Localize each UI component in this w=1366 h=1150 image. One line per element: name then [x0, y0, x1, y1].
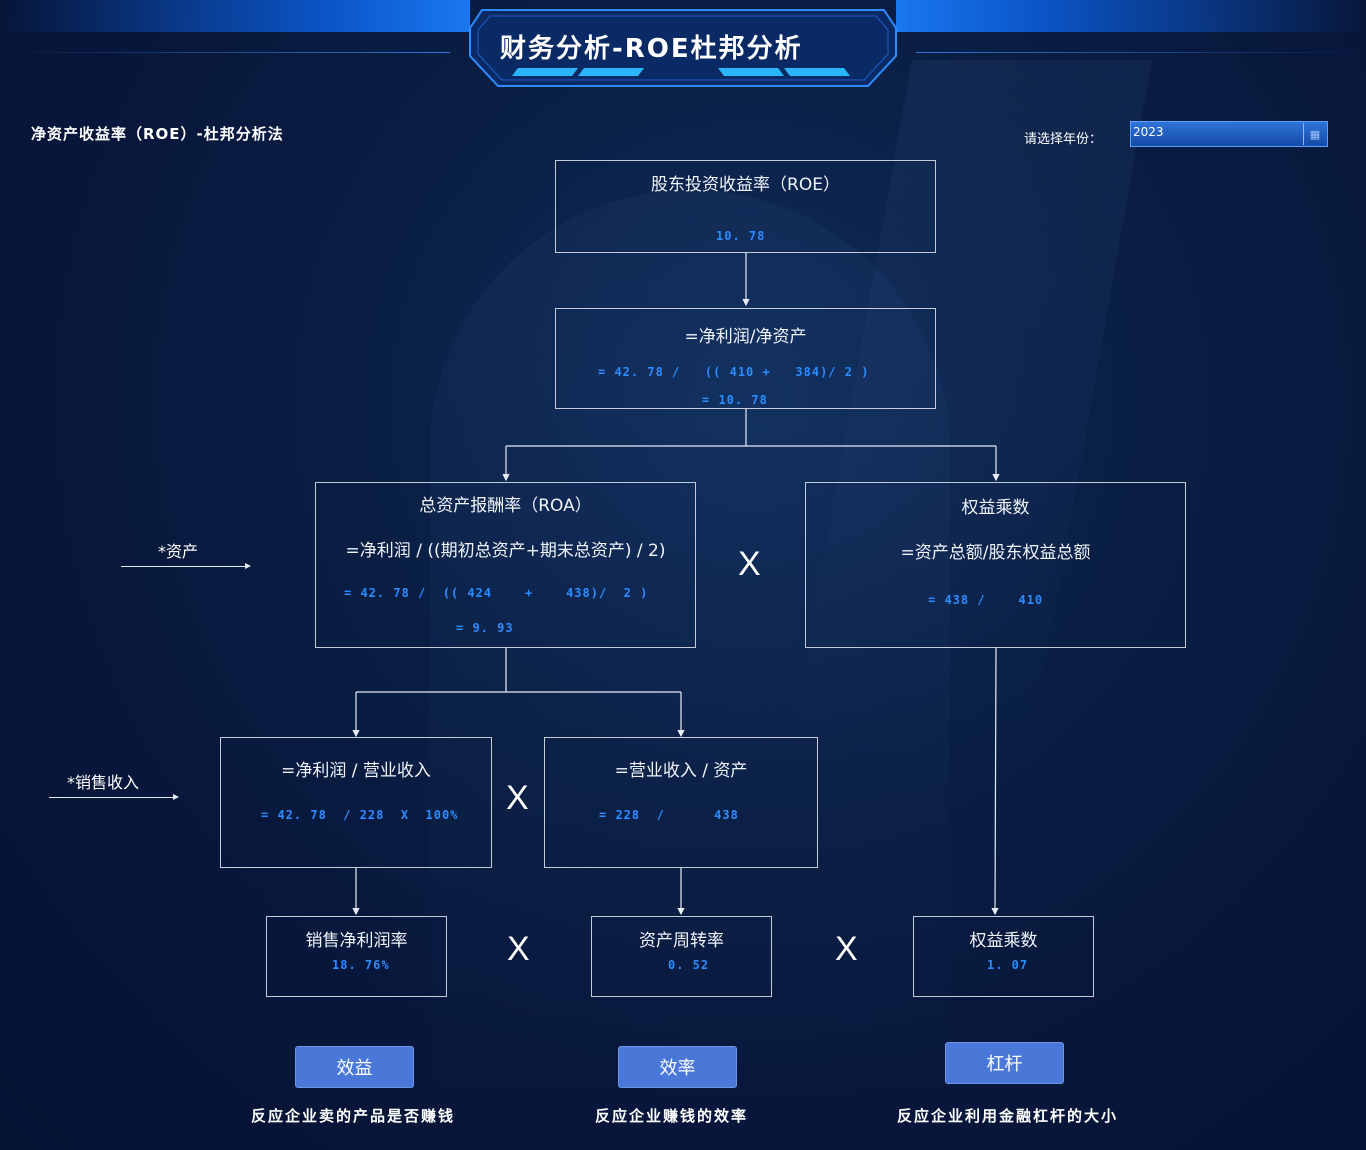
roe-box: 股东投资收益率（ROE） 10. 78: [555, 160, 936, 253]
header-line-right: [916, 52, 1366, 53]
calendar-icon[interactable]: ▦: [1303, 123, 1326, 145]
multiply-sign-margin-turnover: X: [506, 779, 529, 817]
sales-arrow: [49, 794, 179, 800]
multiply-sign-result-2: X: [835, 930, 858, 968]
asset-turnover-formula-title: =营业收入 / 资产: [614, 761, 748, 781]
net-margin-formula-title: =净利润 / 营业收入: [281, 761, 431, 781]
equity-calc: = 438 / 410: [928, 593, 1044, 607]
roa-formula: =净利润 / ((期初总资产+期末总资产) / 2): [345, 541, 666, 561]
asset-turnover-result-box: 资产周转率 0. 52: [591, 916, 772, 997]
equity-result-title: 权益乘数: [969, 931, 1038, 951]
roa-result: = 9. 93: [456, 621, 514, 635]
equity-multiplier-box: 权益乘数 =资产总额/股东权益总额 = 438 / 410: [805, 482, 1186, 648]
roa-title: 总资产报酬率（ROA）: [419, 496, 592, 516]
header-line-left: [0, 52, 450, 53]
roe-value: 10. 78: [716, 229, 766, 243]
net-margin-result-title: 销售净利润率: [305, 931, 408, 951]
year-label: 请选择年份：: [1024, 132, 1103, 147]
leverage-button[interactable]: 杠杆: [945, 1042, 1064, 1084]
background-tower: [430, 190, 950, 1090]
header-band-right: [896, 0, 1366, 32]
leverage-caption: 反应企业利用金融杠杆的大小: [897, 1107, 1119, 1125]
equity-formula: =资产总额/股东权益总额: [900, 543, 1091, 563]
net-margin-result-value: 18. 76%: [332, 958, 390, 972]
roe-formula-title: =净利润/净资产: [684, 327, 807, 347]
net-margin-result-box: 销售净利润率 18. 76%: [266, 916, 447, 997]
net-margin-formula-calc: = 42. 78 / 228 X 100%: [261, 808, 459, 822]
asset-turnover-formula-calc: = 228 / 438: [599, 808, 739, 822]
benefit-caption: 反应企业卖的产品是否赚钱: [251, 1107, 456, 1125]
benefit-button[interactable]: 效益: [295, 1046, 414, 1088]
equity-result-box: 权益乘数 1. 07: [913, 916, 1094, 997]
equity-title: 权益乘数: [961, 498, 1030, 518]
equity-result-value: 1. 07: [987, 958, 1029, 972]
roe-formula-result: = 10. 78: [702, 393, 768, 407]
net-margin-formula-box: =净利润 / 营业收入 = 42. 78 / 228 X 100%: [220, 737, 492, 868]
multiply-sign-result-1: X: [507, 930, 530, 968]
roa-box: 总资产报酬率（ROA） =净利润 / ((期初总资产+期末总资产) / 2) =…: [315, 482, 696, 648]
efficiency-button[interactable]: 效率: [618, 1046, 737, 1088]
year-value: 2023: [1133, 125, 1164, 139]
assets-arrow: [121, 563, 251, 569]
year-select[interactable]: 2023 ▦: [1130, 121, 1328, 147]
roe-formula-box: =净利润/净资产 = 42. 78 / (( 410 + 384)/ 2 ) =…: [555, 308, 936, 409]
sales-label: *销售收入: [67, 773, 140, 792]
section-title: 净资产收益率（ROE）-杜邦分析法: [31, 125, 284, 143]
efficiency-caption: 反应企业赚钱的效率: [595, 1107, 749, 1125]
asset-turnover-result-title: 资产周转率: [639, 931, 724, 951]
roe-title: 股东投资收益率（ROE）: [651, 175, 840, 195]
page-title: 财务分析-ROE杜邦分析: [500, 34, 803, 64]
assets-label: *资产: [158, 542, 199, 561]
asset-turnover-formula-box: =营业收入 / 资产 = 228 / 438: [544, 737, 818, 868]
multiply-sign-roa-equity: X: [738, 545, 761, 583]
title-frame: [469, 9, 897, 87]
roa-calc: = 42. 78 / (( 424 + 438)/ 2 ): [344, 586, 649, 600]
header-band-left: [0, 0, 470, 32]
asset-turnover-result-value: 0. 52: [668, 958, 710, 972]
roe-formula-calc: = 42. 78 / (( 410 + 384)/ 2 ): [598, 365, 870, 379]
